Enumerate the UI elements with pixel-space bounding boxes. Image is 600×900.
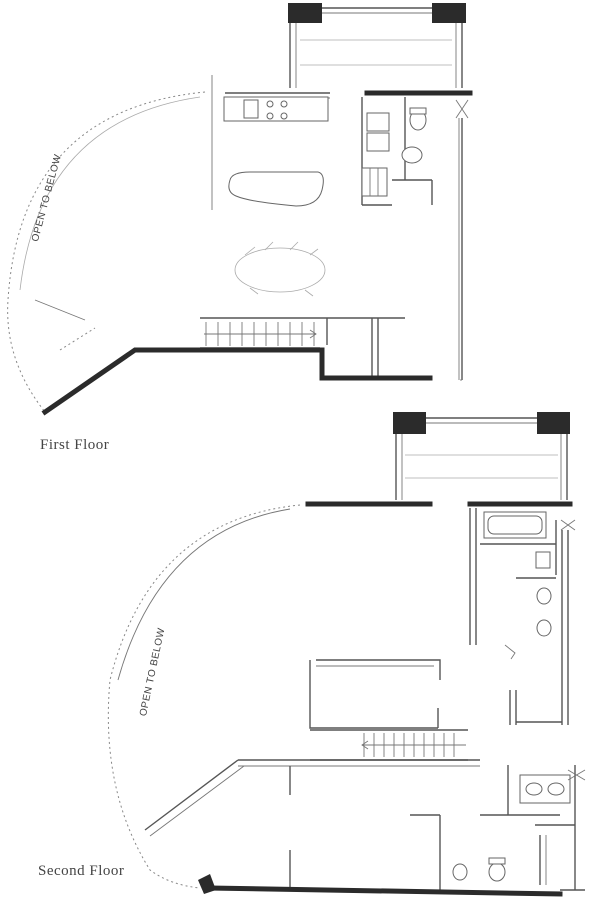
column-block [288,3,322,23]
sink-icon [452,863,468,881]
first-floor-plan [7,3,473,416]
sink-icon [535,551,551,569]
burner-icon [280,112,288,120]
toilet-tank [409,107,427,115]
first-floor-stairs [200,317,405,349]
burner-icon [266,112,274,120]
sink-icon [525,782,543,796]
column-block [432,3,466,23]
first-floor-label: First Floor [40,437,110,453]
sink-icon [401,146,423,164]
open-to-below-edge [7,91,206,413]
exterior-wall [41,347,433,416]
washer-icon [366,112,390,132]
toilet-tank [488,857,506,865]
second-floor-label: Second Floor [38,863,125,879]
kitchen-counter [223,96,329,122]
burner-icon [280,100,288,108]
exterior-wall [207,885,563,897]
second-floor-plan [107,412,586,897]
kitchen-island [228,171,324,207]
sink-icon [243,99,259,119]
open-to-below-edge [107,504,301,889]
column-block [393,412,426,434]
dining-table [234,247,326,293]
column-block [537,412,570,434]
toilet-icon [536,587,552,605]
dryer-icon [366,132,390,152]
sink-icon [536,619,552,637]
toilet-icon [488,862,506,882]
sink-icon [547,782,565,796]
second-floor-stairs [310,729,468,761]
bathtub-basin [487,515,543,535]
closet-shelf [361,167,388,197]
burner-icon [266,100,274,108]
